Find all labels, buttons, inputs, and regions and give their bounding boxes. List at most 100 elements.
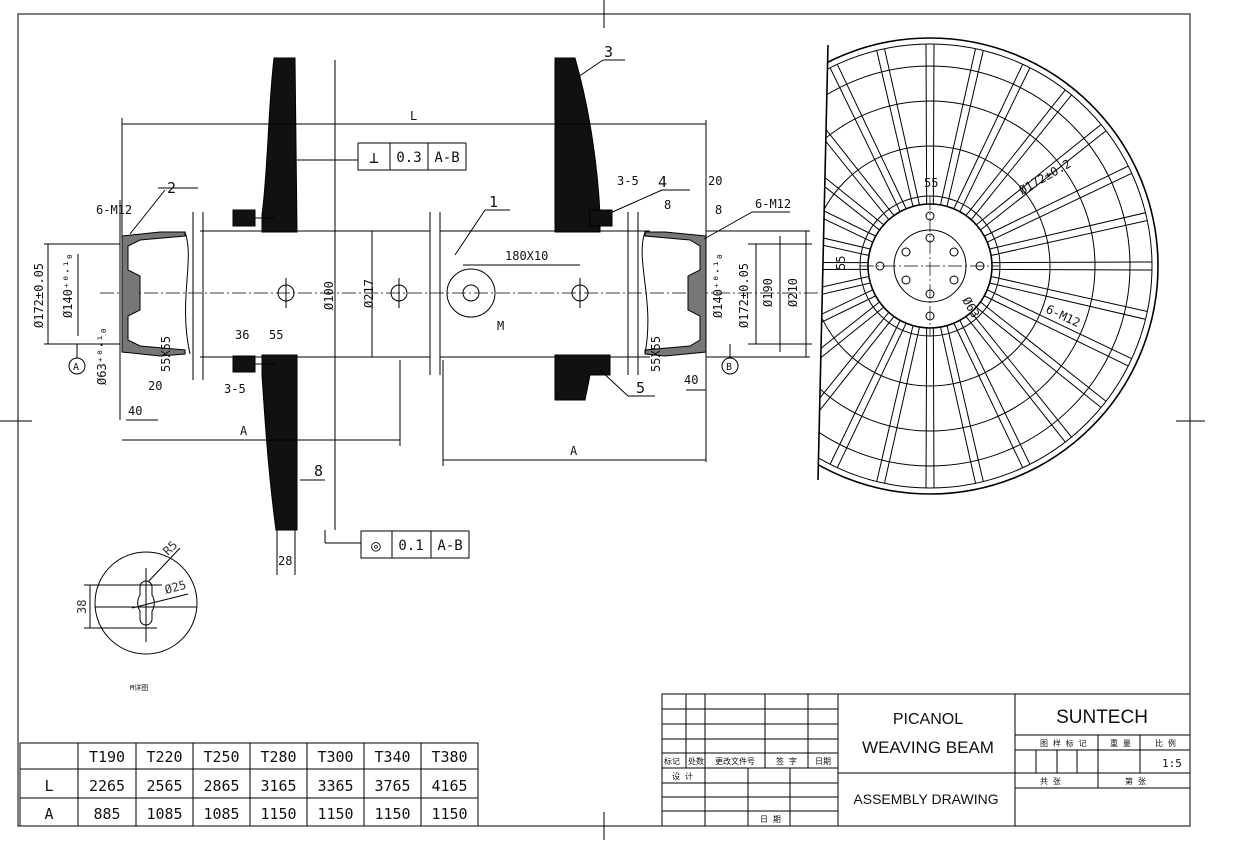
drawing-border (17, 13, 1191, 827)
part-number-5: 5 (636, 379, 645, 397)
table-cell: A (44, 805, 53, 823)
beam-shaft (100, 60, 820, 530)
wheel-spoke (976, 124, 1102, 226)
wheel-spoke (989, 282, 1146, 320)
wheel-ring (818, 145, 1051, 387)
wheel-spoke (818, 312, 890, 438)
rev-header-doc: 更改文件号 (715, 756, 755, 766)
table-cell: 2865 (203, 777, 239, 795)
right-end-cap (641, 120, 810, 462)
wheel-section-edge (817, 44, 829, 481)
table-cell: 1150 (431, 805, 467, 823)
concentricity-tolerance-frame: ◎ 0.1 A-B (360, 530, 470, 559)
dim-3-5-left: 3-5 (224, 382, 246, 396)
dim-d100: Ø100 (322, 281, 336, 310)
table-cell: 3765 (374, 777, 410, 795)
table-cell: 2565 (146, 777, 182, 795)
dim-28: 28 (278, 554, 292, 568)
wheel-spoke (991, 261, 1152, 264)
drawing-subtitle: ASSEMBLY DRAWING (853, 791, 998, 807)
table-cell: 3165 (260, 777, 296, 795)
wheel-spoke (976, 306, 1102, 408)
wheel-spoke (989, 212, 1146, 250)
beam-flange-end-view (818, 37, 1159, 495)
dim-55: 55 (269, 328, 283, 342)
wheel-spoke (818, 212, 871, 250)
dim-d63-left: Ø63⁺⁰·¹₀ (95, 327, 109, 385)
wheel-spoke (876, 325, 914, 482)
wheel-spoke (932, 44, 935, 205)
wheel-spoke (925, 327, 928, 488)
dim-d190: Ø190 (761, 278, 775, 307)
wheel-spoke (959, 67, 1031, 212)
datum-a: A (73, 362, 79, 373)
wheel-spoke (818, 165, 876, 237)
wheel-spoke (818, 220, 870, 256)
table-header-cell: T340 (374, 748, 410, 766)
table-cell: L (44, 777, 53, 795)
detail-m-view: R5 Ø25 38 M详图 (75, 538, 198, 692)
dim-8-a: 8 (664, 198, 671, 212)
wheel-spoke (836, 64, 907, 209)
part-number-8: 8 (314, 462, 323, 480)
dim-L: L (410, 109, 417, 123)
perpendicularity-datum: A-B (434, 150, 459, 166)
dim-55x55-left: 55X55 (159, 336, 173, 372)
wheel-spoke (829, 67, 901, 212)
wheel-spoke (987, 172, 1132, 243)
wheel-spoke (940, 48, 976, 206)
wheel-spoke (818, 282, 871, 320)
vertical-dimension-labels: Ø172±0.05 Ø140⁺⁰·¹₀ Ø63⁺⁰·¹₀ 55X55 Ø100 … (32, 253, 800, 385)
part-numbers: 1 2 3 4 5 8 (167, 43, 667, 480)
dim-55x55-right: 55X55 (649, 336, 663, 372)
wheel-spoke (990, 220, 1148, 256)
wheel-spoke (980, 301, 1107, 402)
table-header-cell: T300 (317, 748, 353, 766)
wheel-spoke (940, 326, 976, 484)
left-end-cap (119, 200, 191, 420)
table-cell: 2265 (89, 777, 125, 795)
wheel-spoke (818, 94, 890, 220)
dim-20-left: 20 (148, 379, 162, 393)
wheel-spoke (953, 323, 1024, 468)
dim-6-M12-right: 6-M12 (755, 197, 791, 211)
perpendicularity-tolerance-frame: ⊥ 0.3 A-B (357, 142, 467, 171)
table-header-cell: T280 (260, 748, 296, 766)
center-marks (0, 0, 1205, 840)
sheet-number-label: 第 张 (1125, 776, 1146, 786)
wheel-spoke (836, 323, 907, 468)
table-cell: 1085 (146, 805, 182, 823)
wheel-spoke (984, 295, 1129, 367)
dim-A-left: A (240, 424, 248, 438)
wheel-spoke (970, 94, 1072, 220)
dim-20-right: 20 (708, 174, 722, 188)
detail-38: 38 (75, 600, 89, 614)
wheel-spoke (990, 276, 1148, 312)
part-number-1: 1 (489, 193, 498, 211)
table-cell: 4165 (431, 777, 467, 795)
dim-d140-right: Ø140⁺⁰·¹₀ (711, 253, 725, 318)
company-name: SUNTECH (1056, 707, 1148, 728)
wheel-spoke (959, 320, 1031, 465)
dim-d140-left: Ø140⁺⁰·¹₀ (61, 253, 75, 318)
date-label: 日 期 (760, 815, 781, 824)
table-cell: 1150 (260, 805, 296, 823)
dim-40-left: 40 (128, 404, 142, 418)
concentricity-datum: A-B (437, 538, 462, 554)
table-header-cell: T250 (203, 748, 239, 766)
wheel-spoke (946, 50, 984, 207)
table-header-cell: T380 (431, 748, 467, 766)
wheel-spoke (818, 89, 895, 216)
design-label: 设 计 (672, 771, 693, 781)
table-header-cell: T220 (146, 748, 182, 766)
scale-label: 比 例 (1155, 738, 1176, 748)
wheel-spoke (818, 172, 873, 243)
dim-M: M (497, 319, 504, 333)
dim-d172-right: Ø172±0.05 (737, 263, 751, 328)
bolt-hole (901, 275, 911, 285)
wheel-spoke (970, 312, 1072, 438)
dim-A-right: A (570, 444, 578, 458)
wheel-spoke (987, 289, 1132, 360)
wheel-spoke (818, 268, 869, 271)
dim-d172-left: Ø172±0.05 (32, 263, 46, 328)
